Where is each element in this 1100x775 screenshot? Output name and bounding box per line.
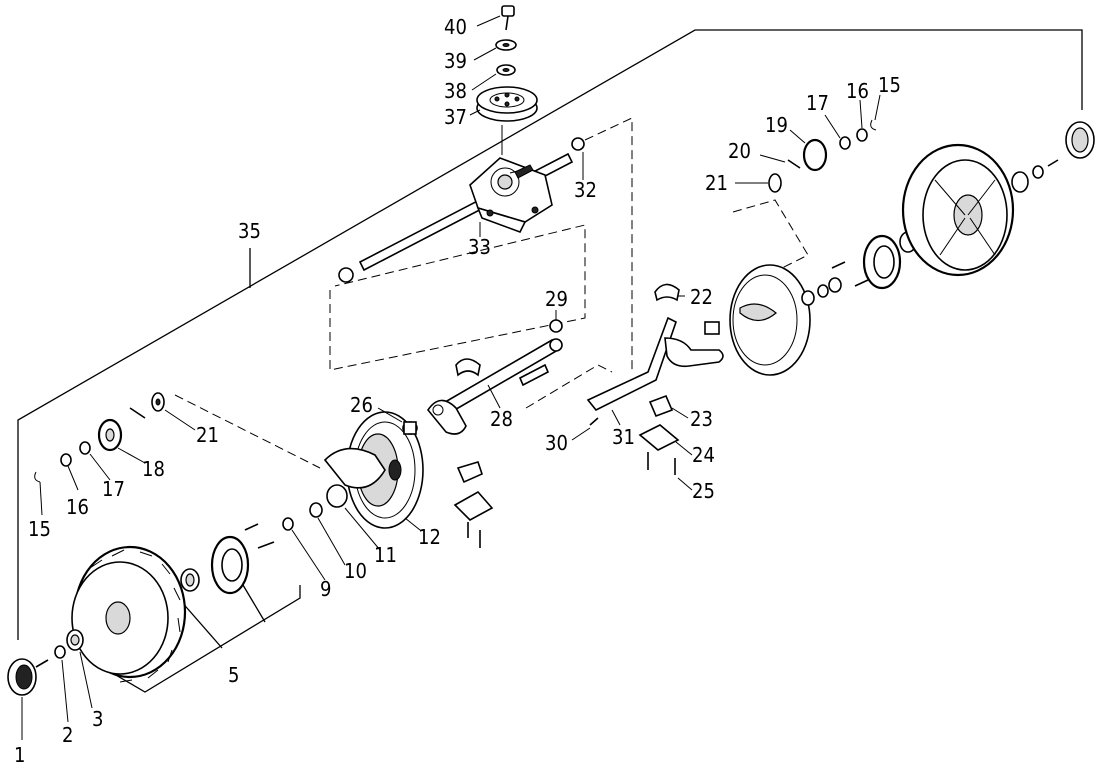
callout-23: 23 [690, 407, 713, 431]
callout-17-left: 17 [102, 477, 125, 501]
callout-10: 10 [344, 559, 367, 583]
callout-39: 39 [444, 49, 467, 73]
callout-1: 1 [14, 743, 25, 767]
callout-29: 29 [545, 287, 568, 311]
callout-21-right: 21 [705, 171, 728, 195]
callout-9: 9 [320, 577, 331, 601]
callout-30: 30 [545, 431, 568, 455]
callout-28: 28 [490, 407, 513, 431]
callout-22: 22 [690, 285, 713, 309]
callout-2: 2 [62, 723, 73, 747]
callout-40: 40 [444, 15, 467, 39]
callout-16-right: 16 [846, 79, 869, 103]
callout-15-left: 15 [28, 517, 51, 541]
left-drive-cover [323, 411, 494, 548]
left-wheel [7, 523, 275, 696]
callout-leaders [21, 15, 881, 740]
callout-17-right: 17 [806, 91, 829, 115]
callout-35: 35 [238, 219, 261, 243]
gearbox-assembly [338, 125, 585, 283]
callout-labels: 40 39 38 37 35 32 33 29 28 26 22 23 24 2… [14, 15, 901, 767]
callout-33: 33 [468, 235, 491, 259]
callout-16-left: 16 [66, 495, 89, 519]
callout-37: 37 [444, 105, 467, 129]
callout-26: 26 [350, 393, 373, 417]
callout-21-left: 21 [196, 423, 219, 447]
callout-18: 18 [142, 457, 165, 481]
left-small-parts [34, 392, 348, 531]
dashed-connection-lines [174, 117, 809, 469]
right-centre-parts [586, 283, 724, 475]
callout-5: 5 [228, 663, 239, 687]
callout-20: 20 [728, 139, 751, 163]
callout-25: 25 [692, 479, 715, 503]
callout-3: 3 [92, 707, 103, 731]
callout-12: 12 [418, 525, 441, 549]
right-wheel-assembly [729, 119, 1095, 376]
pulley-stack [476, 5, 538, 122]
callout-32: 32 [574, 178, 597, 202]
pivot-shaft [427, 319, 563, 435]
callout-24: 24 [692, 443, 715, 467]
callout-31: 31 [612, 425, 635, 449]
callout-15-right: 15 [878, 73, 901, 97]
callout-19: 19 [765, 113, 788, 137]
callout-11: 11 [374, 543, 397, 567]
callout-38: 38 [444, 79, 467, 103]
